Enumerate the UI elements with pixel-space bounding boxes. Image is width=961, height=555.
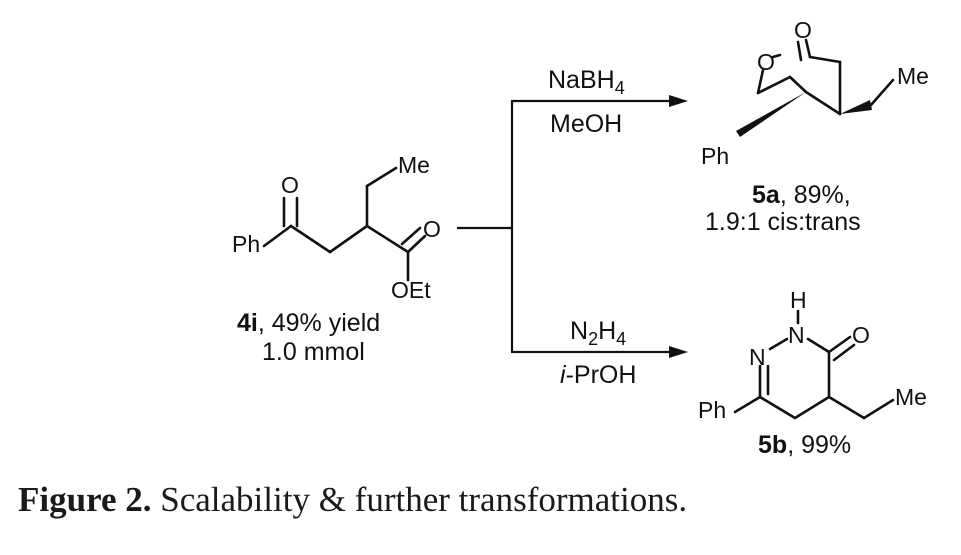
double-bond: [832, 343, 856, 362]
product-5a: O O Me Ph 5a, 89%, 1.9:1 cis:trans: [701, 17, 929, 236]
ketone-oxygen: O: [281, 172, 299, 198]
phenyl-label: Ph: [698, 397, 726, 423]
bond: [733, 395, 762, 414]
bond: [758, 395, 797, 420]
solvent-text: -PrOH: [566, 361, 637, 389]
phenyl-label: Ph: [701, 143, 729, 169]
bond: [768, 337, 789, 351]
nitrogen-nh: N: [788, 322, 805, 348]
bond: [328, 224, 369, 254]
figure-label: Figure 2.: [18, 480, 152, 519]
bond: [827, 395, 866, 420]
bond: [788, 75, 808, 94]
bond: [869, 78, 895, 107]
top-arrow-head: [669, 95, 688, 107]
ethoxy-label: OEt: [391, 277, 431, 303]
carbonyl-oxygen: O: [852, 322, 870, 348]
yield-text: , 99%: [787, 431, 851, 459]
reagent-subscript: 4: [616, 329, 626, 349]
branch-arrows: [457, 95, 688, 358]
bond: [804, 90, 842, 116]
compound-5a-caption: 5a, 89%,: [752, 181, 851, 209]
methyl-label: Me: [895, 384, 927, 410]
solvent-prefix: i: [560, 361, 567, 389]
bottom-solvent: i-PrOH: [560, 361, 636, 389]
wedge-bond: [840, 100, 872, 114]
bond: [771, 53, 782, 59]
scale-text: 1.0 mmol: [262, 338, 365, 366]
ester-carbonyl-oxygen: O: [423, 216, 441, 242]
bond: [756, 68, 765, 95]
top-solvent: MeOH: [550, 110, 622, 138]
double-bond: [406, 234, 427, 254]
product-5b: H N N O Me Ph 5b, 99%: [698, 287, 927, 459]
compound-label: 5b: [758, 431, 787, 459]
reagent-subscript: 4: [615, 78, 625, 98]
bond: [793, 395, 831, 420]
nitrogen-imine: N: [749, 344, 766, 370]
methyl-label: Me: [398, 152, 430, 178]
starting-material-4i: Ph O O OEt Me 4i, 49% yield 1.0 mmol: [232, 152, 441, 366]
compound-5b-caption: 5b, 99%: [758, 431, 851, 459]
yield-text: , 49% yield: [258, 309, 380, 337]
phenyl-label: Ph: [232, 231, 260, 257]
bond: [808, 55, 842, 64]
wedge-bond: [736, 92, 806, 137]
reagent-text: NaBH: [548, 66, 615, 94]
compound-label: 5a: [752, 181, 781, 209]
figure-caption: Figure 2. Scalability & further transfor…: [18, 480, 687, 520]
figure-caption-text: Scalability & further transformations.: [151, 480, 688, 519]
bond: [262, 224, 293, 248]
yield-text: , 89%,: [780, 181, 851, 209]
diastereomer-ratio: 1.9:1 cis:trans: [705, 208, 861, 236]
double-bond: [827, 335, 852, 354]
double-bond: [400, 226, 422, 246]
bond: [756, 75, 792, 95]
methyl-label: Me: [897, 63, 929, 89]
carbonyl-oxygen: O: [794, 17, 812, 43]
compound-label: 4i: [237, 309, 258, 337]
hydrogen-label: H: [790, 287, 807, 313]
bond: [365, 166, 398, 188]
bottom-arrow-head: [669, 346, 688, 358]
ring-oxygen: O: [757, 49, 775, 75]
reagent-subscript: 2: [588, 329, 598, 349]
double-bond: [796, 40, 803, 62]
bond: [365, 224, 410, 254]
bond: [289, 224, 332, 254]
bond: [806, 337, 831, 354]
top-reagent: NaBH4: [548, 66, 625, 98]
reagent-text: N: [570, 317, 588, 345]
double-bond: [804, 38, 812, 59]
reagent-text: H: [598, 317, 616, 345]
compound-4i-caption: 4i, 49% yield: [237, 309, 380, 337]
bond: [862, 398, 895, 420]
bottom-reagent: N2H4: [570, 317, 626, 349]
